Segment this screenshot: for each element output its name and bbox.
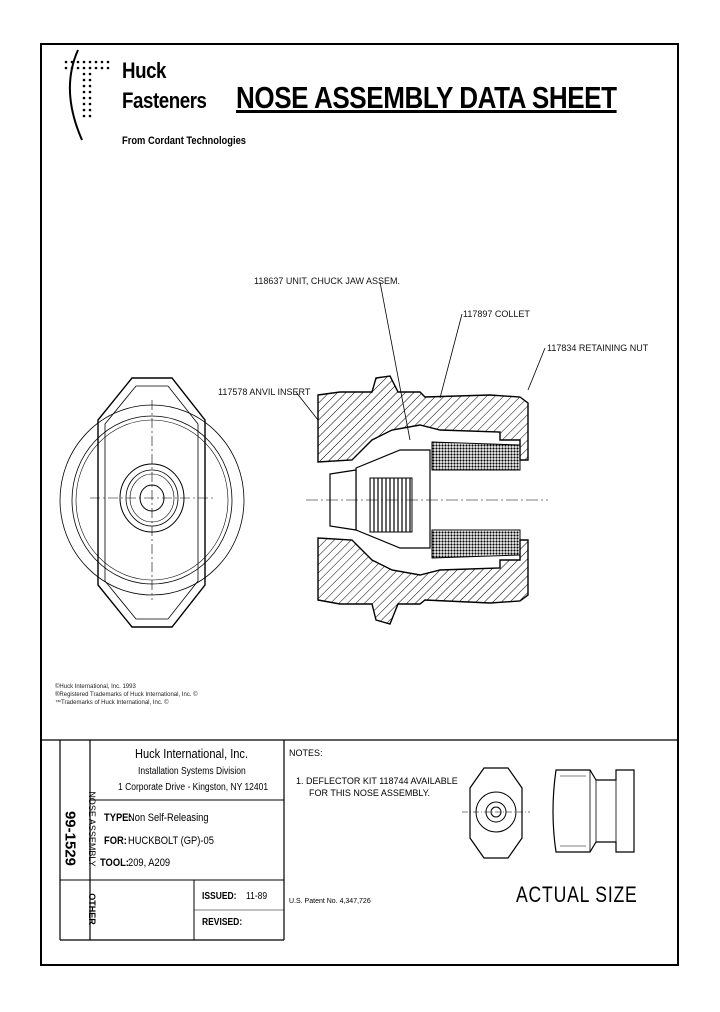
note-item-1-line2: FOR THIS NOSE ASSEMBLY. xyxy=(309,788,431,798)
end-view-drawing xyxy=(59,377,245,628)
tool-value: 209, A209 xyxy=(128,857,171,869)
other-label-cell: OTHER xyxy=(86,882,98,938)
title-block-lines xyxy=(40,739,679,941)
callout-chuck-jaw: 118637 UNIT, CHUCK JAW ASSEM. xyxy=(254,276,401,286)
brand-name-line2: Fasteners xyxy=(122,88,207,113)
trademark-line3: ™Trademarks of Huck International, Inc. … xyxy=(55,700,169,706)
tool-label: TOOL: xyxy=(100,857,129,869)
huck-logo xyxy=(64,49,110,141)
for-value: HUCKBOLT (GP)-05 xyxy=(128,835,214,847)
trademark-line1: ©Huck International, Inc. 1993 xyxy=(55,684,136,690)
callout-anvil-insert: 117578 ANVIL INSERT xyxy=(218,387,311,397)
type-label: TYPE: xyxy=(104,812,132,824)
assembly-label-cell: NOSE ASSEMBLY xyxy=(86,780,98,880)
actual-size-end-view xyxy=(462,767,530,859)
actual-size-label: ACTUAL SIZE xyxy=(516,882,638,907)
for-label: FOR: xyxy=(104,835,127,847)
part-number: 99-1529 xyxy=(61,810,79,867)
part-number-cell: 99-1529 xyxy=(60,800,79,880)
patent-number: U.S. Patent No. 4,347,726 xyxy=(289,898,371,905)
company-name: Huck International, Inc. xyxy=(135,746,249,761)
issued-label: ISSUED: xyxy=(202,891,237,902)
callout-collet: 117897 COLLET xyxy=(463,309,530,319)
trademark-line2: ®Registered Trademarks of Huck Internati… xyxy=(55,692,198,698)
notes-heading: NOTES: xyxy=(289,748,323,758)
company-address: 1 Corporate Drive - Kingston, NY 12401 xyxy=(118,782,269,793)
type-value: Non Self-Releasing xyxy=(128,812,209,824)
drawing-border xyxy=(40,43,679,966)
brand-name-line1: Huck xyxy=(122,58,167,83)
note-item-1-line1: 1. DEFLECTOR KIT 118744 AVAILABLE xyxy=(296,776,458,786)
issued-value: 11-89 xyxy=(246,891,268,902)
division-name: Installation Systems Division xyxy=(138,766,246,777)
callout-retaining-nut: 117834 RETAINING NUT xyxy=(547,343,649,353)
revised-label: REVISED: xyxy=(202,917,243,928)
assembly-label: NOSE ASSEMBLY xyxy=(87,791,97,867)
brand-tagline: From Cordant Technologies xyxy=(122,135,246,147)
actual-size-side-view xyxy=(552,769,635,853)
other-label: OTHER xyxy=(87,893,97,925)
section-view-drawing xyxy=(295,281,548,625)
page-title: NOSE ASSEMBLY DATA SHEET xyxy=(236,80,617,115)
